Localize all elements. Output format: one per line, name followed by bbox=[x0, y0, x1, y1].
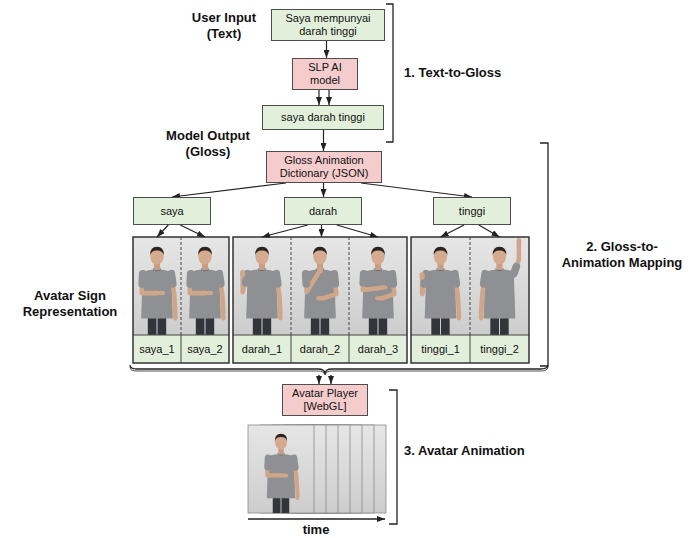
frame-ground bbox=[181, 237, 229, 335]
panel-outlines bbox=[133, 237, 529, 363]
animation-strip bbox=[248, 425, 386, 513]
dashed-divider bbox=[181, 237, 182, 335]
gloss-word-box: saya bbox=[133, 197, 211, 225]
axis-label: time bbox=[286, 522, 346, 538]
avatar-figure bbox=[189, 247, 226, 335]
sign-frame: tinggi_2 bbox=[470, 237, 529, 363]
merge-brace bbox=[130, 365, 548, 374]
flow-arrow bbox=[328, 90, 329, 105]
node-text: Saya mempunyai darah tinggi bbox=[272, 12, 384, 38]
flow-arrow bbox=[337, 225, 378, 237]
flow-arrow bbox=[479, 225, 500, 237]
node-text: darah bbox=[305, 205, 341, 218]
node-text: Gloss Animation Dictionary (JSON) bbox=[267, 154, 381, 180]
dashed-divider bbox=[470, 237, 471, 335]
cell-divider bbox=[349, 335, 350, 363]
sign-frame: saya_2 bbox=[181, 237, 229, 363]
sign-frame-images bbox=[133, 237, 529, 335]
gloss-word-box: tinggi bbox=[433, 197, 511, 225]
flow-arrow bbox=[180, 225, 205, 237]
avatar-figure bbox=[240, 247, 283, 335]
cell-divider bbox=[470, 335, 471, 363]
frame-dividers bbox=[133, 237, 529, 363]
frame-label: darah_3 bbox=[349, 335, 407, 363]
stage-output-label: Model Output (Gloss) bbox=[158, 128, 258, 159]
avatar-figure bbox=[267, 434, 300, 513]
gloss-output-box: saya darah tinggi bbox=[262, 105, 384, 130]
stage-input-label: User Input (Text) bbox=[180, 10, 268, 41]
node-text: Avatar Player [WebGL] bbox=[283, 387, 367, 413]
avatar-figure bbox=[141, 247, 178, 335]
stage-bracket bbox=[540, 143, 548, 366]
sign-frame: tinggi_1 bbox=[411, 237, 470, 363]
avatar-figure bbox=[419, 247, 461, 335]
stage-bracket bbox=[389, 390, 397, 524]
flow-arrow bbox=[326, 41, 327, 58]
sign-frame: darah_1 bbox=[233, 237, 291, 363]
sign-frame: darah_2 bbox=[291, 237, 349, 363]
player-box: Avatar Player [WebGL] bbox=[282, 384, 368, 416]
frame-label: tinggi_1 bbox=[411, 335, 470, 363]
avatar-figure bbox=[479, 238, 522, 335]
flow-arrow bbox=[323, 130, 324, 151]
row-divider bbox=[233, 335, 407, 336]
frame-label: tinggi_2 bbox=[470, 335, 529, 363]
stage-title: 1. Text-to-Gloss bbox=[404, 65, 544, 81]
merge-brace bbox=[130, 367, 548, 375]
flow-arrow bbox=[172, 183, 286, 197]
frame-ground bbox=[349, 237, 407, 335]
node-text: tinggi bbox=[455, 205, 489, 218]
node-text: SLP AI model bbox=[293, 61, 357, 87]
frame-ground bbox=[411, 237, 470, 335]
time-axis bbox=[248, 518, 385, 519]
avatar-figure bbox=[362, 247, 394, 335]
label-row bbox=[133, 335, 229, 363]
node-text: saya darah tinggi bbox=[277, 111, 369, 124]
cell-divider bbox=[291, 335, 292, 363]
dashed-divider bbox=[349, 237, 350, 335]
sign-panel bbox=[133, 237, 229, 363]
frame-ground bbox=[291, 237, 349, 335]
flow-arrow bbox=[157, 225, 168, 237]
row-label: Avatar Sign Representation bbox=[12, 288, 128, 319]
strip-frame bbox=[248, 425, 314, 513]
cell-divider bbox=[181, 335, 182, 363]
gloss-word-box: darah bbox=[284, 197, 362, 225]
frame-label-rows bbox=[133, 335, 529, 363]
dashed-divider bbox=[291, 237, 292, 335]
sign-panel bbox=[411, 237, 529, 363]
flow-arrow bbox=[323, 183, 324, 197]
row-divider bbox=[411, 335, 529, 336]
frame-label: darah_2 bbox=[291, 335, 349, 363]
frame-ground bbox=[133, 237, 181, 335]
merge-arrow bbox=[330, 375, 331, 384]
avatar-figure bbox=[304, 247, 336, 335]
frame-label: saya_1 bbox=[133, 335, 181, 363]
flow-arrow bbox=[441, 225, 465, 237]
input-text-box: Saya mempunyai darah tinggi bbox=[271, 9, 385, 41]
model-box: SLP AI model bbox=[292, 58, 358, 90]
sign-frame: saya_1 bbox=[133, 237, 181, 363]
stage-bracket bbox=[386, 4, 393, 142]
flow-arrow bbox=[321, 225, 322, 237]
sign-frame: darah_3 bbox=[349, 237, 407, 363]
stage-title: 2. Gloss-to- Animation Mapping bbox=[558, 239, 686, 270]
label-row bbox=[411, 335, 529, 363]
sign-panel bbox=[233, 237, 407, 363]
label-row bbox=[233, 335, 407, 363]
merge-arrow bbox=[318, 375, 319, 384]
row-divider bbox=[133, 335, 229, 336]
frame-ground bbox=[233, 237, 291, 335]
dictionary-box: Gloss Animation Dictionary (JSON) bbox=[266, 151, 382, 183]
flow-arrow bbox=[361, 183, 472, 197]
stage-title: 3. Avatar Animation bbox=[404, 443, 554, 459]
frame-label: saya_2 bbox=[181, 335, 229, 363]
flow-arrow bbox=[318, 90, 319, 105]
node-text: saya bbox=[156, 205, 187, 218]
frame-ground bbox=[470, 237, 529, 335]
flow-arrow bbox=[262, 225, 308, 237]
frame-label: darah_1 bbox=[233, 335, 291, 363]
